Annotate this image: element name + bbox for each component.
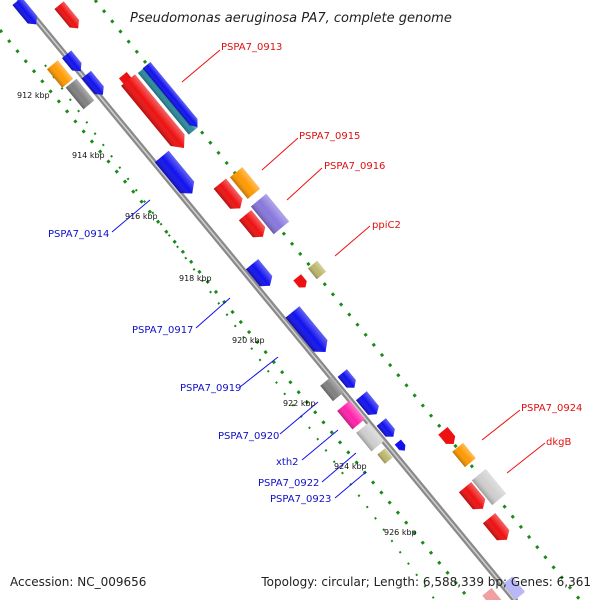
- feature-orange-0924[interactable]: [452, 442, 476, 468]
- gene-label-pspa7-0923[interactable]: PSPA7_0923: [270, 494, 331, 505]
- feature-blue-0917[interactable]: [245, 259, 276, 291]
- feature-blue-0922[interactable]: [376, 418, 398, 440]
- scale-labels: 912 kbp 914 kbp 916 kbp 918 kbp 920 kbp …: [17, 91, 417, 537]
- feature-slateblue-0916[interactable]: [250, 193, 290, 235]
- feature-magenta-xth2[interactable]: [337, 400, 365, 430]
- feature-red-dkgB-b[interactable]: [482, 513, 513, 545]
- gene-label-pspa7-0924[interactable]: PSPA7_0924: [521, 403, 582, 414]
- gene-label-pspa7-0917[interactable]: PSPA7_0917: [132, 325, 193, 336]
- scale-label: 922 kbp: [283, 399, 316, 408]
- accession-text: Accession: NC_009656: [10, 575, 146, 589]
- feature-red-dkgB-a[interactable]: [458, 482, 489, 514]
- gene-label-dkgb[interactable]: dkgB: [546, 437, 571, 448]
- feature-gray-0920[interactable]: [320, 376, 344, 402]
- gene-label-pspa7-0915[interactable]: PSPA7_0915: [299, 131, 360, 142]
- feature-lightgray-dkgB[interactable]: [471, 468, 507, 506]
- leader-lines: [111, 49, 546, 499]
- feature-red-913[interactable]: [121, 74, 191, 153]
- feature-bottom-pink[interactable]: [482, 588, 502, 600]
- gene-label-pspa7-0914[interactable]: PSPA7_0914: [48, 229, 109, 240]
- scale-label: 918 kbp: [179, 274, 212, 283]
- feature-khaki-0923[interactable]: [377, 448, 393, 464]
- feature-blue-913[interactable]: [142, 61, 202, 130]
- inner-tick-track-2: [44, 64, 436, 600]
- feature-blue-912b[interactable]: [81, 70, 108, 99]
- feature-teal-913[interactable]: [137, 65, 199, 135]
- feature-red-0924[interactable]: [438, 427, 458, 448]
- feature-khaki-ppiC2[interactable]: [307, 260, 327, 280]
- feature-blue-912a[interactable]: [62, 50, 85, 75]
- genome-summary-text: Topology: circular; Length: 6,588,339 bp…: [260, 575, 591, 589]
- feature-bottom-lightblue[interactable]: [503, 576, 525, 600]
- scale-label: 924 kbp: [334, 462, 367, 471]
- feature-lightgray-0922[interactable]: [356, 422, 384, 452]
- gene-label-pspa7-0922[interactable]: PSPA7_0922: [258, 478, 319, 489]
- feature-blue-0920a[interactable]: [337, 369, 359, 391]
- feature-red-ppiC2[interactable]: [293, 274, 309, 290]
- feature-blue-0920b[interactable]: [355, 391, 382, 418]
- features: [12, 0, 525, 600]
- feature-orange-912[interactable]: [46, 60, 74, 88]
- scale-label: 920 kbp: [232, 336, 265, 345]
- gene-labels-blue: PSPA7_0914 PSPA7_0917 PSPA7_0919 PSPA7_0…: [48, 229, 331, 505]
- gene-labels-red: PSPA7_0913 PSPA7_0915 PSPA7_0916 ppiC2 P…: [221, 42, 582, 448]
- feature-blue-0914[interactable]: [154, 150, 199, 199]
- gene-label-pspa7-0920[interactable]: PSPA7_0920: [218, 431, 279, 442]
- map-title: Pseudomonas aeruginosa PA7, complete gen…: [130, 11, 452, 26]
- feature-orange-0915[interactable]: [229, 167, 261, 199]
- scale-label: 912 kbp: [17, 91, 50, 100]
- feature-blue-small-0923[interactable]: [394, 439, 408, 454]
- scale-label: 926 kbp: [384, 528, 417, 537]
- feature-red-0916[interactable]: [238, 210, 269, 242]
- inner-tick-track: [0, 29, 472, 600]
- feature-top-blue[interactable]: [12, 0, 40, 28]
- backbone: [17, 0, 518, 600]
- gene-label-ppic2[interactable]: ppiC2: [372, 220, 401, 231]
- gene-label-pspa7-0919[interactable]: PSPA7_0919: [180, 383, 241, 394]
- gene-label-xth2[interactable]: xth2: [276, 457, 299, 468]
- feature-red-0915[interactable]: [213, 178, 247, 214]
- feature-gray-912[interactable]: [65, 78, 95, 110]
- gene-label-pspa7-0913[interactable]: PSPA7_0913: [221, 42, 282, 53]
- gene-label-pspa7-0916[interactable]: PSPA7_0916: [324, 161, 385, 172]
- feature-top-red[interactable]: [54, 1, 82, 32]
- feature-blue-0919[interactable]: [285, 306, 333, 358]
- scale-label: 914 kbp: [72, 151, 105, 160]
- tick-tracks: [0, 0, 582, 600]
- scale-label: 916 kbp: [125, 212, 158, 221]
